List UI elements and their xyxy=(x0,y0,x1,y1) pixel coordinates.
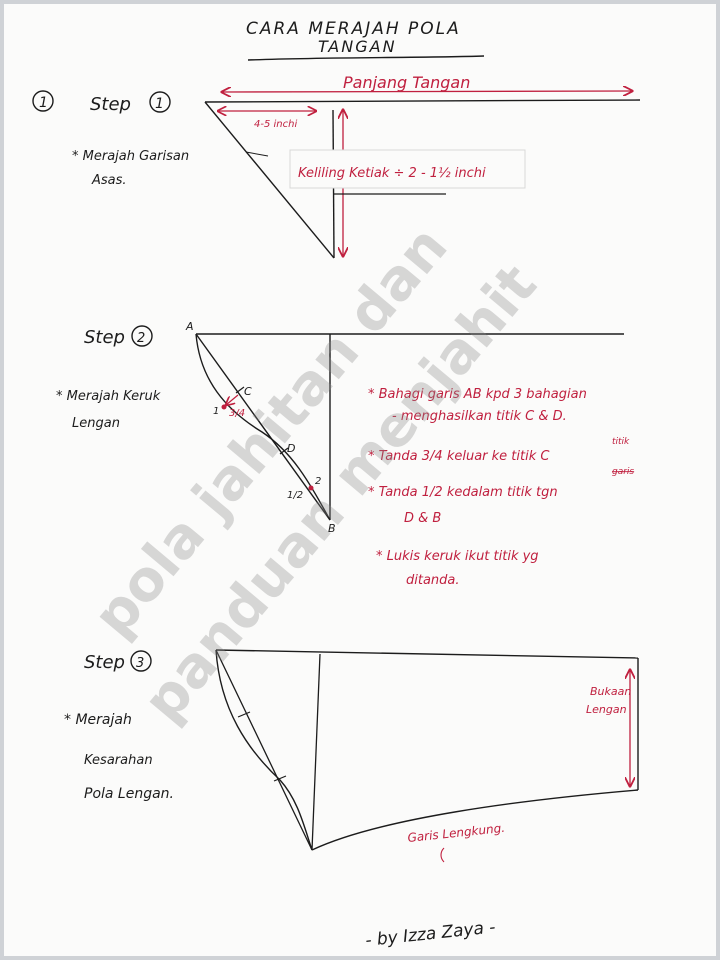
frac-34-label: 3/4 xyxy=(229,408,245,419)
step3-center-line xyxy=(311,653,321,851)
step2-note-6: * Lukis keruk ikut titik yg xyxy=(376,549,539,564)
step2-diagonal-ab xyxy=(195,333,331,521)
garis-lengkung-label: Garis Lengkung. xyxy=(407,821,506,845)
step3-tick-2 xyxy=(273,775,287,782)
mark-1-label: 1 xyxy=(213,406,219,417)
bukaan-label-2: Lengan xyxy=(586,703,627,716)
panjang-tangan-arrow xyxy=(222,91,632,92)
step3-badge: 3 xyxy=(136,656,144,671)
step2-note-3: * Tanda 3/4 keluar ke titik C xyxy=(368,449,550,464)
step1-pointer xyxy=(245,151,269,157)
frac-12-label: 1/2 xyxy=(287,490,303,501)
step1-number-circle xyxy=(32,90,54,112)
step3-garis-lengkung xyxy=(311,789,639,851)
step1-desc2: Asas. xyxy=(91,173,127,188)
step1-desc1: * Merajah Garisan xyxy=(72,149,189,164)
step3-badge-circle xyxy=(130,650,152,672)
garis-lengkung-mark xyxy=(440,847,445,863)
step3-desc1: * Merajah xyxy=(64,712,132,728)
step2-note-strike: garis xyxy=(612,467,634,477)
title-underline xyxy=(247,55,485,61)
point-d: D xyxy=(287,442,295,455)
mark-point-2 xyxy=(308,485,314,491)
tick-d xyxy=(279,447,289,455)
step2-desc2: Lengan xyxy=(72,416,120,431)
point-a: A xyxy=(185,320,194,333)
step2-keruk-curve xyxy=(195,333,331,521)
title-line2: TANGAN xyxy=(318,37,397,56)
offset-arrow-c xyxy=(226,394,239,405)
step3-keruk-curve xyxy=(215,649,313,851)
step1-badge: 1 xyxy=(155,96,164,112)
point-b: B xyxy=(328,522,336,535)
title-line1: CARA MERAJAH POLA xyxy=(246,19,461,39)
signature: - by Izza Zaya - xyxy=(364,917,496,951)
step2-note-2: - menghasilkan titik C & D. xyxy=(392,409,567,424)
step2-badge: 2 xyxy=(137,331,145,346)
step3-tick-1 xyxy=(237,711,251,718)
step2-note-sup: titik xyxy=(612,437,630,447)
panjang-tangan-label: Panjang Tangan xyxy=(343,73,470,92)
mark-point-1 xyxy=(221,404,227,410)
step2-note-5: D & B xyxy=(404,511,441,526)
bukaan-label-1: Bukaan xyxy=(590,685,631,698)
mark-2-label: 2 xyxy=(315,476,321,487)
step2-badge-circle xyxy=(131,325,153,347)
step2-note-7: ditanda. xyxy=(406,573,460,588)
step1-number: 1 xyxy=(39,95,48,111)
step2-note-1: * Bahagi garis AB kpd 3 bahagian xyxy=(368,387,587,402)
step1-badge-circle xyxy=(149,91,171,113)
point-c: C xyxy=(244,385,252,398)
keliling-box xyxy=(289,149,526,189)
step2-label: Step xyxy=(84,327,125,348)
step3-desc2: Kesarahan xyxy=(84,753,153,768)
tick-c xyxy=(235,386,245,394)
step3-left-diagonal xyxy=(215,649,313,851)
step3-desc3: Pola Lengan. xyxy=(84,786,174,802)
step2-desc1: * Merajah Keruk xyxy=(56,389,161,404)
step3-label: Step xyxy=(84,652,125,673)
step1-top-line xyxy=(204,99,641,103)
keliling-label: Keliling Ketiak ÷ 2 - 1½ inchi xyxy=(298,166,486,181)
step1-measure-label: 4-5 inchi xyxy=(254,119,297,130)
step3-top-line xyxy=(215,649,639,659)
step1-label: Step xyxy=(90,94,131,115)
step1-diagonal xyxy=(204,101,335,259)
step2-note-4: * Tanda 1/2 kedalam titik tgn xyxy=(368,485,558,500)
